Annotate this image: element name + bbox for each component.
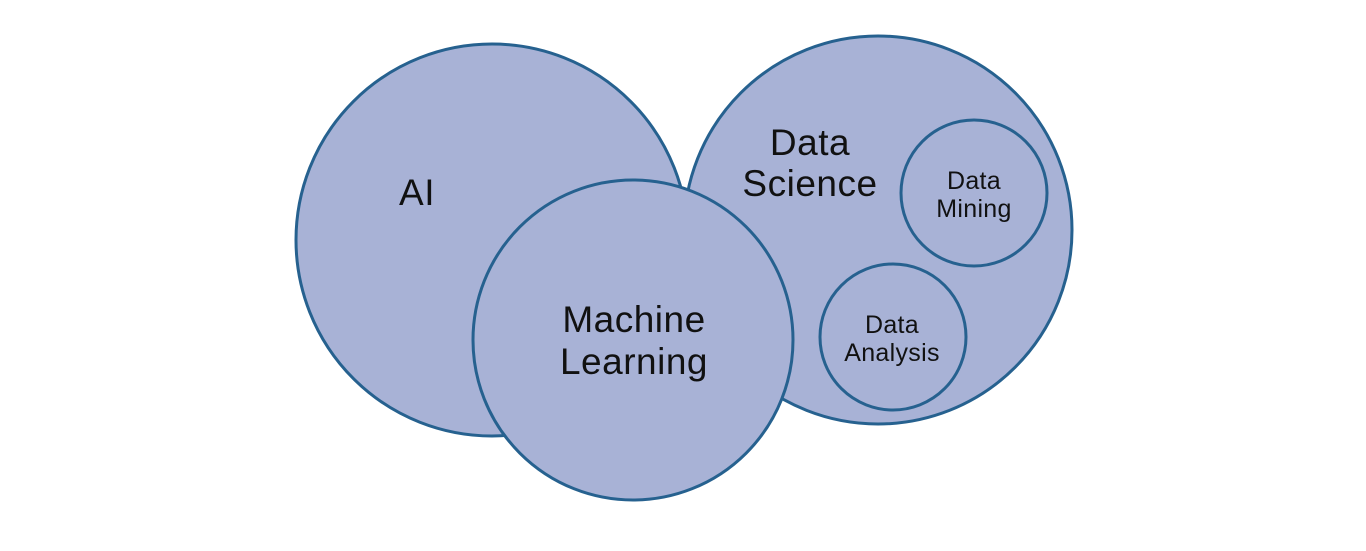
data-mining-circle xyxy=(899,118,1049,268)
data-analysis-label-line1: Data xyxy=(865,311,919,339)
data-analysis-label-line2: Analysis xyxy=(844,339,940,367)
data-mining-label-line1: Data xyxy=(947,167,1001,195)
ai-label: AI xyxy=(399,172,435,213)
data-science-label-line1: Data xyxy=(770,122,850,163)
data-science-label-line2: Science xyxy=(742,163,877,204)
data-analysis-circle xyxy=(818,262,968,412)
data-mining-label-line2: Mining xyxy=(936,195,1011,223)
machine-learning-label-line1: Machine xyxy=(562,299,705,340)
machine-learning-label-line2: Learning xyxy=(560,341,708,382)
machine-learning-circle xyxy=(471,178,795,502)
